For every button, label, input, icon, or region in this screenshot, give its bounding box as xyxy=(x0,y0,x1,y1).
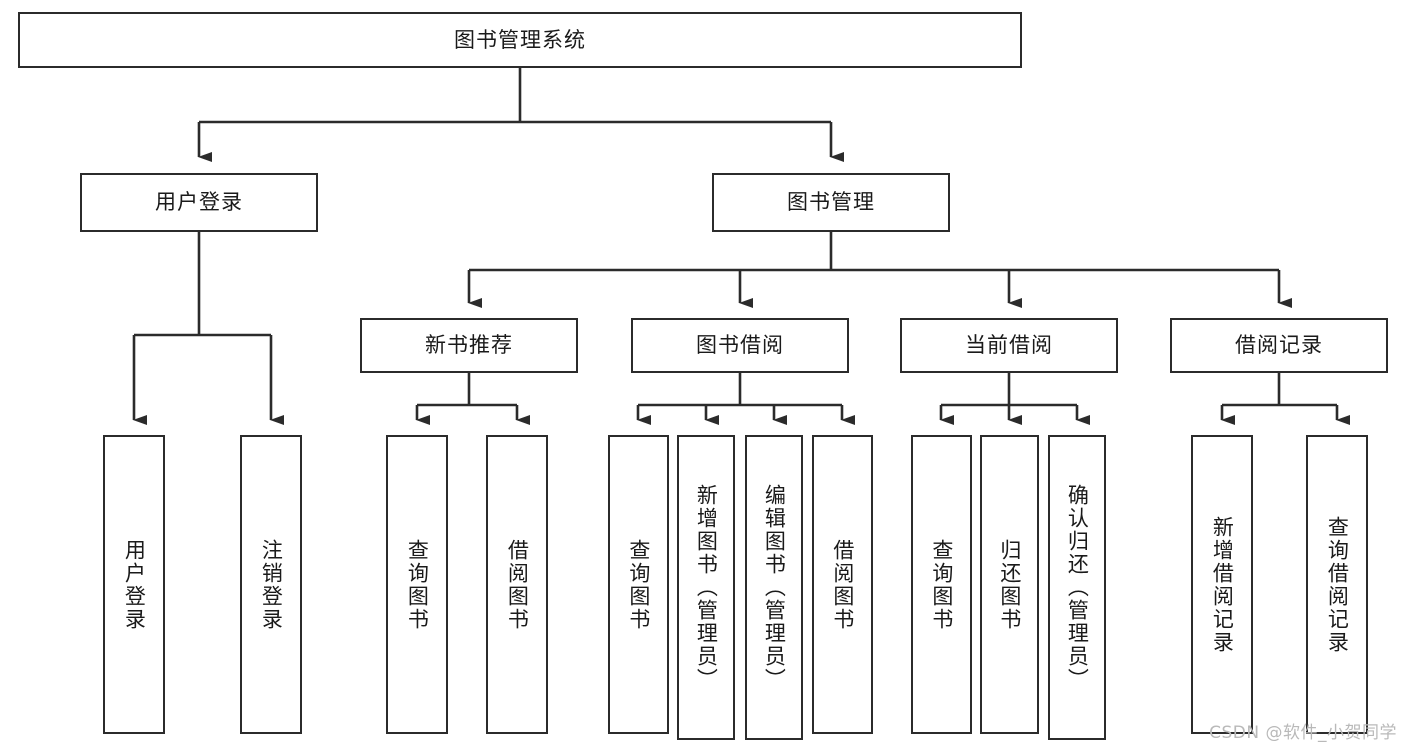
leaf-query-book-current[interactable]: 查询图书 xyxy=(911,435,972,734)
node-borrow-record[interactable]: 借阅记录 xyxy=(1170,318,1388,373)
node-label: 借阅图书 xyxy=(505,538,530,631)
node-book-borrow[interactable]: 图书借阅 xyxy=(631,318,849,373)
node-label: 归还图书 xyxy=(997,538,1022,631)
leaf-edit-book-admin[interactable]: 编辑图书（管理员） xyxy=(745,435,803,740)
node-label: 借阅记录 xyxy=(1235,333,1323,358)
node-label: 查询借阅记录 xyxy=(1325,515,1350,654)
node-label: 用户登录 xyxy=(155,190,243,215)
node-book-management[interactable]: 图书管理 xyxy=(712,173,950,232)
leaf-query-book-borrow[interactable]: 查询图书 xyxy=(608,435,669,734)
leaf-borrow-book[interactable]: 借阅图书 xyxy=(812,435,873,734)
leaf-add-borrow-record[interactable]: 新增借阅记录 xyxy=(1191,435,1253,734)
node-label: 新增图书（管理员） xyxy=(694,484,719,691)
node-user-login[interactable]: 用户登录 xyxy=(80,173,318,232)
node-label: 查询图书 xyxy=(626,538,651,631)
node-label: 用户登录 xyxy=(122,538,147,631)
node-label: 查询图书 xyxy=(405,538,430,631)
node-label: 图书管理 xyxy=(787,190,875,215)
node-label: 查询图书 xyxy=(929,538,954,631)
node-new-book-recommend[interactable]: 新书推荐 xyxy=(360,318,578,373)
leaf-borrow-book-recommend[interactable]: 借阅图书 xyxy=(486,435,548,734)
leaf-query-borrow-record[interactable]: 查询借阅记录 xyxy=(1306,435,1368,734)
node-label: 新书推荐 xyxy=(425,333,513,358)
node-label: 当前借阅 xyxy=(965,333,1053,358)
leaf-logout[interactable]: 注销登录 xyxy=(240,435,302,734)
node-label: 借阅图书 xyxy=(830,538,855,631)
node-root-book-management-system[interactable]: 图书管理系统 xyxy=(18,12,1022,68)
leaf-query-book-recommend[interactable]: 查询图书 xyxy=(386,435,448,734)
leaf-add-book-admin[interactable]: 新增图书（管理员） xyxy=(677,435,735,740)
node-label: 新增借阅记录 xyxy=(1210,515,1235,654)
leaf-confirm-return-admin[interactable]: 确认归还（管理员） xyxy=(1048,435,1106,740)
node-label: 注销登录 xyxy=(259,538,284,631)
node-label: 图书管理系统 xyxy=(454,27,586,52)
leaf-return-book[interactable]: 归还图书 xyxy=(980,435,1039,734)
node-label: 确认归还（管理员） xyxy=(1065,484,1090,691)
leaf-user-login[interactable]: 用户登录 xyxy=(103,435,165,734)
watermark: CSDN @软件_小贺同学 xyxy=(1209,723,1397,743)
node-current-borrow[interactable]: 当前借阅 xyxy=(900,318,1118,373)
node-label: 编辑图书（管理员） xyxy=(762,484,787,691)
node-label: 图书借阅 xyxy=(696,333,784,358)
